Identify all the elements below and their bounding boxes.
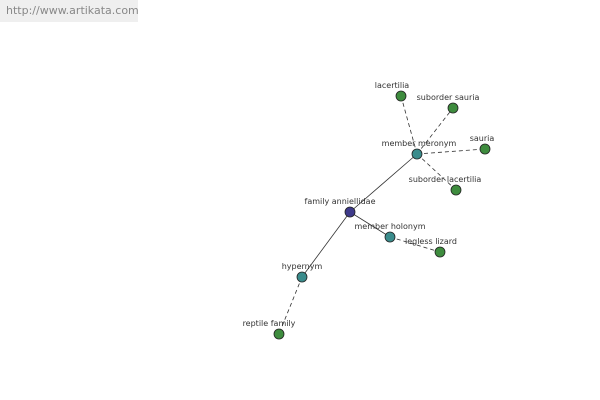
node-label-reptile-family: reptile family	[243, 319, 296, 328]
node-hypernym[interactable]	[296, 271, 308, 283]
edge-family-anniellidae-to-member-meronym	[349, 153, 418, 213]
labels-layer: family anniellidae member meronym member h…	[243, 81, 495, 328]
node-label-legless-lizard: legless lizard	[405, 237, 457, 246]
node-label-lacertilia: lacertilia	[375, 81, 410, 90]
node-legless-lizard[interactable]	[434, 246, 446, 258]
node-lacertilia[interactable]	[395, 90, 407, 102]
node-label-suborder-lacertilia: suborder lacertilia	[409, 175, 482, 184]
edge-member-meronym-to-lacertilia	[400, 95, 418, 155]
node-member-holonym[interactable]	[384, 231, 396, 243]
edge-member-meronym-to-suborder-sauria	[416, 107, 454, 155]
node-reptile-family[interactable]	[273, 328, 285, 340]
edges-layer	[278, 95, 486, 335]
node-label-member-holonym: member holonym	[354, 222, 425, 231]
nodes-layer	[273, 90, 491, 340]
node-label-sauria: sauria	[470, 134, 495, 143]
node-sauria[interactable]	[479, 143, 491, 155]
node-label-suborder-sauria: suborder sauria	[417, 93, 480, 102]
node-suborder-sauria[interactable]	[447, 102, 459, 114]
node-suborder-lacertilia[interactable]	[450, 184, 462, 196]
node-label-family-anniellidae: family anniellidae	[305, 197, 376, 206]
edge-member-meronym-to-sauria	[416, 148, 486, 155]
node-family-anniellidae[interactable]	[344, 206, 356, 218]
node-label-hypernym: hypernym	[282, 262, 323, 271]
edge-family-anniellidae-to-hypernym	[301, 211, 351, 278]
edge-hypernym-to-reptile-family	[278, 276, 303, 335]
node-label-member-meronym: member meronym	[382, 139, 457, 148]
edge-member-meronym-to-suborder-lacertilia	[416, 153, 457, 191]
node-member-meronym[interactable]	[411, 148, 423, 160]
edge-family-anniellidae-to-member-holonym	[349, 211, 391, 238]
edge-member-holonym-to-legless-lizard	[389, 236, 441, 253]
watermark-url: http://www.artikata.com	[0, 0, 139, 22]
